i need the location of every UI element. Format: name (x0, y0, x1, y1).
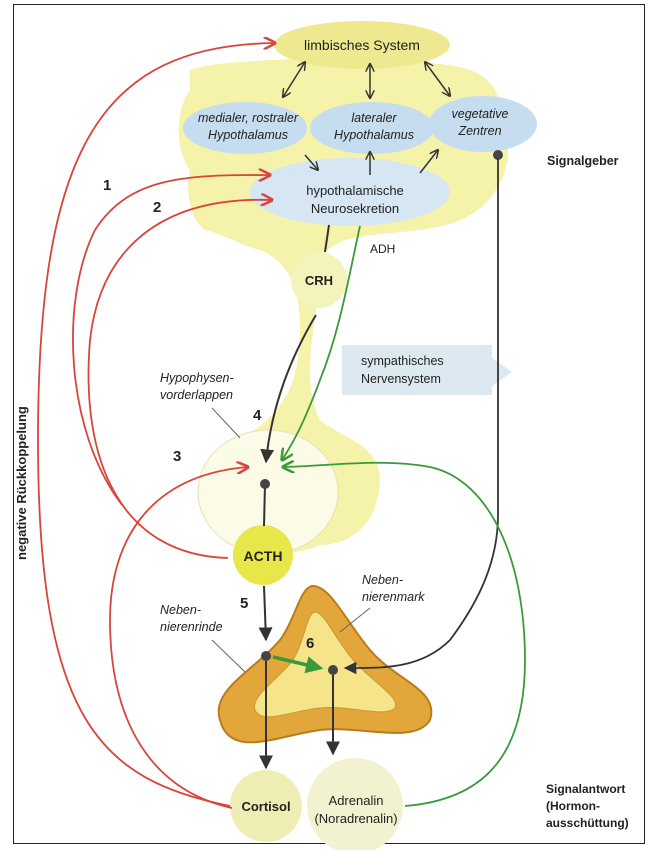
signalgeber-label: Signalgeber (547, 154, 619, 168)
cortex-pointer (212, 640, 245, 672)
lateral-hypothalamus-label-2: Hypothalamus (334, 128, 414, 142)
pituitary-label-1: Hypophysen- (160, 371, 234, 385)
step-number-4: 4 (253, 407, 262, 424)
sympathetic-box (342, 345, 492, 395)
cortex-label-1: Neben- (160, 603, 201, 617)
pituitary-label-2: vorderlappen (160, 388, 233, 402)
noradrenalin-label: (Noradrenalin) (314, 811, 397, 826)
receptor-stem (264, 484, 265, 526)
medulla-label-2: nierenmark (362, 590, 425, 604)
signalantwort-label-2: (Hormon- (546, 799, 600, 813)
feedback-label: negative Rückkoppelung (14, 406, 29, 560)
sympathetic-label-2: Nervensystem (361, 372, 441, 386)
crh-label: CRH (305, 273, 333, 288)
medial-hypothalamus-label-1: medialer, rostraler (198, 111, 299, 125)
adrenalin-label: Adrenalin (329, 793, 384, 808)
limbic-label: limbisches System (304, 37, 420, 53)
neurosecretion-label-2: Neurosekretion (311, 201, 399, 216)
medial-hypothalamus-label-2: Hypothalamus (208, 128, 288, 142)
neurosecretion-label-1: hypothalamische (306, 183, 404, 198)
acth-label: ACTH (244, 548, 283, 564)
step-number-3: 3 (173, 448, 181, 465)
vegetative-centers-label-2: Zentren (457, 124, 501, 138)
step-number-5: 5 (240, 595, 248, 612)
step-number-6: 6 (306, 635, 314, 652)
cortisol-label: Cortisol (241, 799, 290, 814)
medulla-receptor-dot (328, 665, 338, 675)
adh-label: ADH (370, 242, 395, 256)
cortex-receptor-dot (261, 651, 271, 661)
step-number-1: 1 (103, 177, 111, 194)
signalantwort-label-1: Signalantwort (546, 782, 625, 796)
signalantwort-label-3: ausschüttung) (546, 816, 629, 830)
pituitary-pointer (212, 408, 240, 438)
acth-to-cortex-arrow (264, 586, 266, 640)
pituitary-receptor-dot (260, 479, 270, 489)
sympathetic-label-1: sympathisches (361, 354, 444, 368)
medulla-label-1: Neben- (362, 573, 403, 587)
vegetative-centers-label-1: vegetative (452, 107, 509, 121)
step-number-2: 2 (153, 199, 161, 216)
cortex-label-2: nierenrinde (160, 620, 223, 634)
lateral-hypothalamus-label-1: lateraler (351, 111, 397, 125)
